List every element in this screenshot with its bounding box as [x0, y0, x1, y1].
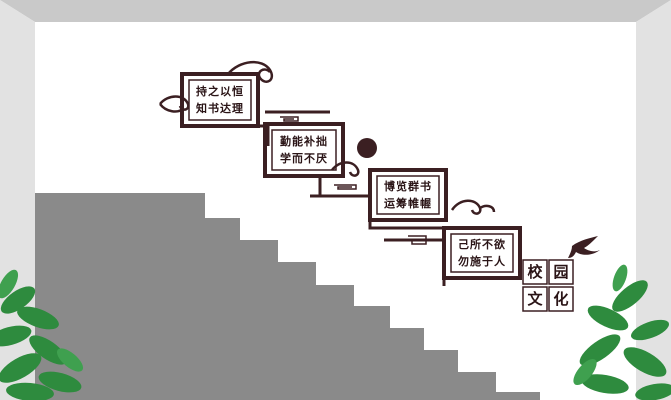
ceiling — [0, 0, 671, 22]
swallow-bird-icon — [568, 236, 600, 258]
sign-char-2: 园 — [553, 263, 569, 281]
right-wall — [636, 0, 671, 400]
cloud-scroll-icon — [450, 199, 496, 215]
frame-1-text: 持之以恒 知书达理 — [189, 83, 251, 117]
potted-plant-icon — [0, 269, 84, 400]
meander-ornament — [280, 116, 427, 245]
frame-4-text: 己所不欲 勿施于人 — [451, 236, 513, 270]
cloud-scroll-icon — [159, 95, 190, 113]
frame-4-line-1: 己所不欲 — [458, 238, 506, 251]
frame-4-line-2: 勿施于人 — [458, 255, 506, 268]
potted-plant-icon — [573, 264, 671, 400]
cloud-scroll-icon — [331, 161, 360, 177]
frame-2-line-1: 勤能补拙 — [280, 135, 328, 148]
sign-char-4: 化 — [553, 290, 569, 308]
sun-disc-icon — [357, 138, 377, 158]
frame-3-line-2: 运筹帷幄 — [384, 197, 432, 210]
sign-char-3: 文 — [527, 290, 543, 308]
frame-1-line-2: 知书达理 — [196, 102, 244, 115]
campus-culture-sign — [522, 259, 574, 312]
frame-2-text: 勤能补拙 学而不厌 — [272, 133, 336, 167]
frame-1-line-1: 持之以恒 — [196, 85, 244, 98]
frame-3 — [368, 168, 448, 230]
frame-3-line-1: 博览群书 — [384, 180, 432, 193]
frame-2-line-2: 学而不厌 — [280, 152, 328, 165]
sign-char-1: 校 — [527, 263, 543, 281]
cloud-scroll-icon — [227, 61, 274, 83]
frame-3-text: 博览群书 运筹帷幄 — [377, 178, 439, 212]
staircase — [35, 193, 540, 400]
